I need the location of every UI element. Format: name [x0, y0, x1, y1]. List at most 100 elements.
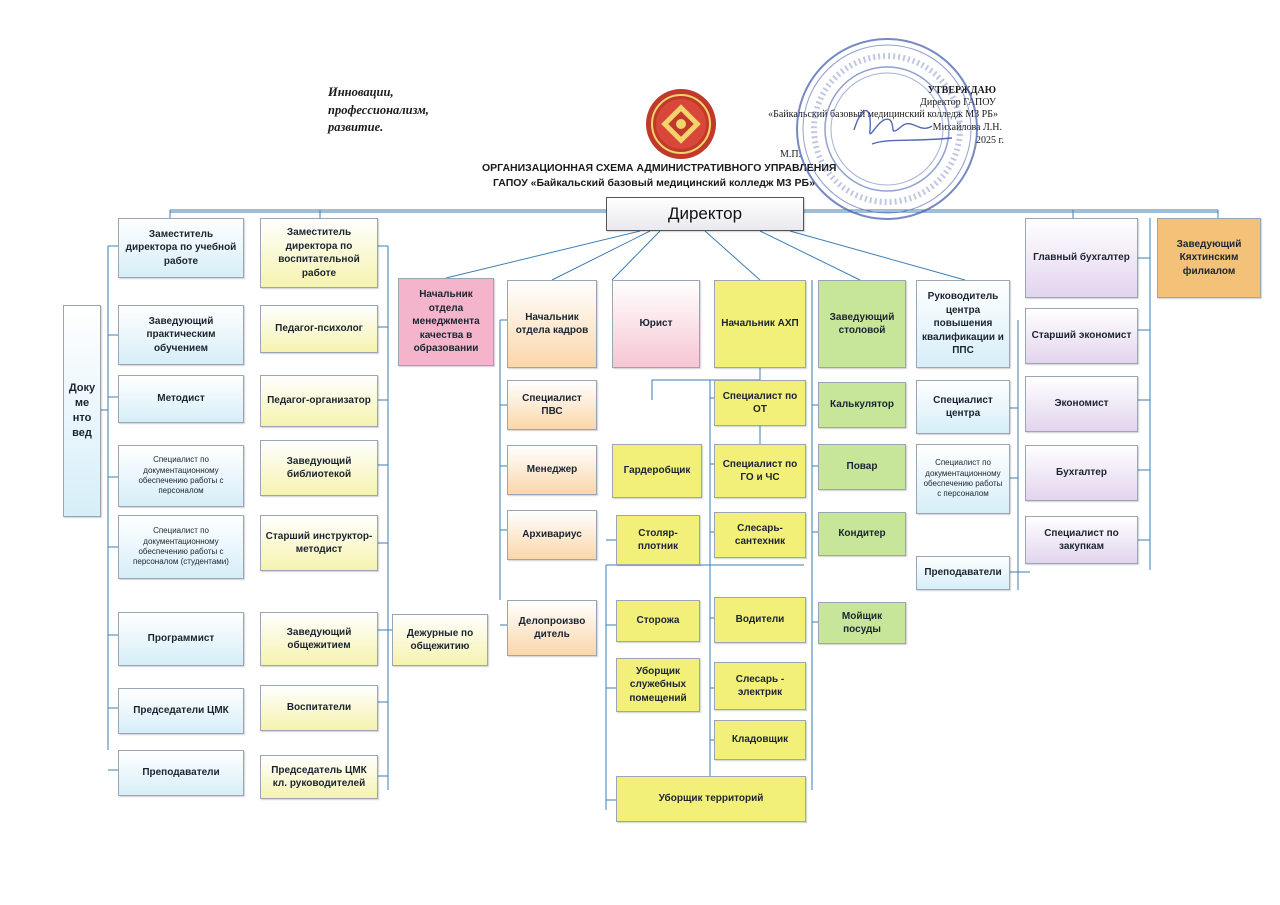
territory-cleaner-box: Уборщик территорий: [616, 776, 806, 822]
cloakroom-label: Гардеробщик: [623, 465, 691, 477]
doc-specialist-label: Специалист по документационному обеспече…: [138, 455, 224, 496]
ot-specialist-box: Специалист по ОТ: [714, 380, 806, 426]
accountant-box: Бухгалтер: [1025, 445, 1138, 501]
dishwasher-box: Мойщик посуды: [818, 602, 906, 644]
canteen-head-box: Заведующий столовой: [818, 280, 906, 368]
organizer-box: Педагог-организатор: [260, 375, 378, 427]
branch-head-box: Заведующий Кяхтинским филиалом: [1157, 218, 1261, 298]
pvs-specialist-box: Специалист ПВС: [507, 380, 597, 430]
center-specialist-box: Специалист центра: [916, 380, 1010, 434]
economist-box: Экономист: [1025, 376, 1138, 432]
aho-head-label: Начальник АХП: [721, 318, 799, 330]
training-center-head-label: Руководитель центра повышения квалификац…: [922, 291, 1004, 357]
storekeeper-box: Кладовщик: [714, 720, 806, 760]
cook-box: Повар: [818, 444, 906, 490]
motto: Инновации, профессионализм, развитие.: [328, 84, 429, 137]
practice-head-box: Заведующий практическим обучением: [118, 305, 244, 365]
college-emblem-icon: [646, 89, 716, 159]
accountant-label: Бухгалтер: [1056, 467, 1107, 479]
carpenter-box: Столяр-плотник: [616, 515, 700, 565]
drivers-box: Водители: [714, 597, 806, 643]
clerk-label: Делопроизво дитель: [518, 615, 586, 641]
chart-title: ОРГАНИЗАЦИОННАЯ СХЕМА АДМИНИСТРАТИВНОГО …: [482, 162, 837, 174]
guards-label: Сторожа: [636, 615, 680, 627]
official-seal-icon: [796, 38, 978, 220]
motto-line-2: профессионализм,: [328, 102, 429, 117]
center-doc-specialist-box: Специалист по документационному обеспече…: [916, 444, 1010, 514]
dormitory-duty-box: Дежурные по общежитию: [392, 614, 488, 666]
senior-economist-box: Старший экономист: [1025, 308, 1138, 364]
methodist-label: Методист: [157, 393, 205, 405]
approval-line-1: Директор ГАПОУ: [920, 97, 996, 108]
calculator-label: Калькулятор: [830, 399, 894, 411]
approval-line-4: 2025 г.: [976, 135, 1004, 146]
electrician-box: Слесарь - электрик: [714, 662, 806, 710]
chief-accountant-box: Главный бухгалтер: [1025, 218, 1138, 298]
hr-head-label: Начальник отдела кадров: [515, 311, 589, 337]
cook-label: Повар: [846, 461, 878, 473]
electrician-label: Слесарь - электрик: [735, 673, 785, 699]
procurement-specialist-label: Специалист по закупкам: [1044, 527, 1119, 553]
office-cleaner-label: Уборщик служебных помещений: [629, 665, 687, 704]
teachers-label: Преподаватели: [142, 767, 220, 779]
training-center-head-box: Руководитель центра повышения квалификац…: [916, 280, 1010, 368]
deputy-academic-box: Заместитель директора по учебной работе: [118, 218, 244, 278]
educators-box: Воспитатели: [260, 685, 378, 731]
center-teachers-box: Преподаватели: [916, 556, 1010, 590]
drivers-label: Водители: [735, 614, 785, 626]
approval-mp: М.П.: [780, 149, 802, 160]
ot-specialist-label: Специалист по ОТ: [722, 390, 798, 416]
psychologist-box: Педагог-психолог: [260, 305, 378, 353]
clerk-box: Делопроизво дитель: [507, 600, 597, 656]
senior-instructor-box: Старший инструктор-методист: [260, 515, 378, 571]
docved-box: Доку ме нто вед: [63, 305, 101, 517]
go-chs-specialist-box: Специалист по ГО и ЧС: [714, 444, 806, 498]
educators-label: Воспитатели: [286, 702, 352, 714]
storekeeper-label: Кладовщик: [731, 734, 789, 746]
guards-box: Сторожа: [616, 600, 700, 642]
teachers-box: Преподаватели: [118, 750, 244, 796]
programmer-label: Программист: [147, 633, 215, 645]
director-box: Директор: [606, 197, 804, 231]
dormitory-duty-label: Дежурные по общежитию: [406, 627, 474, 653]
branch-head-label: Заведующий Кяхтинским филиалом: [1176, 238, 1242, 277]
deputy-educational-box: Заместитель директора по воспитательной …: [260, 218, 378, 288]
manager-box: Менеджер: [507, 445, 597, 495]
cmk-class-leaders-label: Председатель ЦМК кл. руководителей: [271, 764, 367, 790]
center-specialist-label: Специалист центра: [933, 394, 993, 420]
center-doc-specialist-label: Специалист по документационному обеспече…: [923, 458, 1003, 499]
canteen-head-label: Заведующий столовой: [829, 311, 895, 337]
confectioner-label: Кондитер: [838, 528, 886, 540]
plumber-label: Слесарь-сантехник: [734, 522, 786, 548]
library-head-box: Заведующий библиотекой: [260, 440, 378, 496]
quality-head-label: Начальник отдела менеджмента качества в …: [412, 289, 480, 355]
office-cleaner-box: Уборщик служебных помещений: [616, 658, 700, 712]
director-label: Директор: [667, 203, 743, 223]
lawyer-label: Юрист: [639, 318, 673, 330]
practice-head-label: Заведующий практическим обучением: [146, 315, 216, 354]
doc-specialist-students-box: Специалист по документационному обеспече…: [118, 515, 244, 579]
signature-icon: [853, 109, 953, 145]
aho-head-box: Начальник АХП: [714, 280, 806, 368]
library-head-label: Заведующий библиотекой: [286, 455, 352, 481]
dishwasher-label: Мойщик посуды: [841, 610, 883, 636]
approval-line-3: Михайлова Л.Н.: [932, 122, 1002, 133]
economist-label: Экономист: [1054, 398, 1109, 410]
docved-label: Доку ме нто вед: [68, 382, 96, 439]
calculator-box: Калькулятор: [818, 382, 906, 428]
approval-line-2: «Байкальский базовый медицинский колледж…: [768, 109, 998, 120]
manager-label: Менеджер: [526, 464, 578, 476]
dormitory-head-box: Заведующий общежитием: [260, 612, 378, 666]
pvs-specialist-label: Специалист ПВС: [522, 392, 582, 418]
senior-economist-label: Старший экономист: [1031, 330, 1132, 342]
cmk-chairs-box: Председатели ЦМК: [118, 688, 244, 734]
archivist-box: Архивариус: [507, 510, 597, 560]
go-chs-specialist-label: Специалист по ГО и ЧС: [722, 458, 798, 484]
lawyer-box: Юрист: [612, 280, 700, 368]
plumber-box: Слесарь-сантехник: [714, 512, 806, 558]
senior-instructor-label: Старший инструктор-методист: [265, 530, 373, 556]
motto-line-1: Инновации,: [328, 85, 394, 99]
doc-specialist-students-label: Специалист по документационному обеспече…: [133, 526, 229, 567]
procurement-specialist-box: Специалист по закупкам: [1025, 516, 1138, 564]
